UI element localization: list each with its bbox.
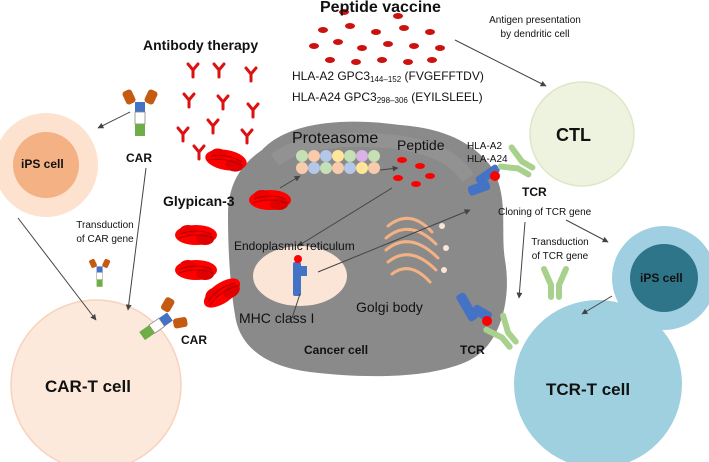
transduction-tcr-label-1: Transduction: [531, 237, 589, 248]
antibody-icons: [176, 62, 260, 161]
mhc-icon-er: [293, 255, 307, 296]
ips-cell-right-label: iPS cell: [640, 271, 683, 285]
ips-cell-left-label: iPS cell: [21, 157, 64, 171]
cancer-cell: [228, 121, 507, 377]
antibody-therapy-label: Antibody therapy: [143, 37, 259, 53]
mhc-label: MHC class I: [239, 310, 315, 326]
tcr-label-top: TCR: [522, 185, 547, 199]
ctl-label: CTL: [556, 125, 591, 145]
golgi-vesicles: [439, 223, 449, 273]
antigen-presentation-label: Antigen presentation: [489, 15, 581, 26]
hla-a2-epitope: HLA-A2 GPC3144–152 (FVGEFFTDV): [292, 69, 484, 84]
car-t-label: CAR-T cell: [45, 377, 131, 396]
ctl-cell: [529, 81, 635, 187]
car-t-cell: [10, 299, 182, 462]
transduction-tcr-label-2: of TCR gene: [531, 251, 589, 262]
golgi-label: Golgi body: [356, 299, 423, 315]
mhc-icon-bottom: [456, 292, 493, 326]
hla-a24-epitope: HLA-A24 GPC3298–306 (EYILSLEEL): [292, 90, 483, 105]
hla-a2-label: HLA-A2: [467, 141, 503, 152]
car-receptor-top: [121, 88, 159, 137]
peptide-dots: [393, 157, 435, 187]
er-label: Endoplasmic reticulum: [234, 239, 355, 253]
cloning-tcr-label: Cloning of TCR gene: [498, 207, 592, 218]
transduction-car-label-2: of CAR gene: [76, 234, 134, 245]
proteasome-icon: [296, 150, 380, 174]
car-label-bottom: CAR: [181, 333, 207, 347]
golgi-icon: [384, 216, 440, 284]
hla-a24-label: HLA-A24: [467, 154, 508, 165]
car-label-top: CAR: [126, 151, 152, 165]
cancer-cell-label: Cancer cell: [304, 343, 369, 357]
tcr-receptor-free: [544, 269, 566, 297]
peptide-label: Peptide: [397, 137, 445, 153]
dendritic-cell-label: by dendritic cell: [500, 29, 570, 40]
proteasome-label: Proteasome: [292, 130, 379, 147]
transduction-car-label-1: Transduction: [76, 220, 134, 231]
tcr-t-cell: [514, 300, 682, 462]
arrows: [17, 39, 613, 321]
mhc-pointer: [291, 293, 301, 319]
glypican3-label: Glypican-3: [163, 193, 235, 209]
peptide-vaccine-dots: [309, 9, 445, 65]
car-receptor-small: [88, 258, 111, 288]
tcr-label-bottom: TCR: [460, 343, 485, 357]
mhc-icon-top: [467, 164, 500, 196]
tcr-t-label: TCR-T cell: [546, 380, 631, 399]
peptide-vaccine-label: Peptide vaccine: [320, 0, 441, 16]
